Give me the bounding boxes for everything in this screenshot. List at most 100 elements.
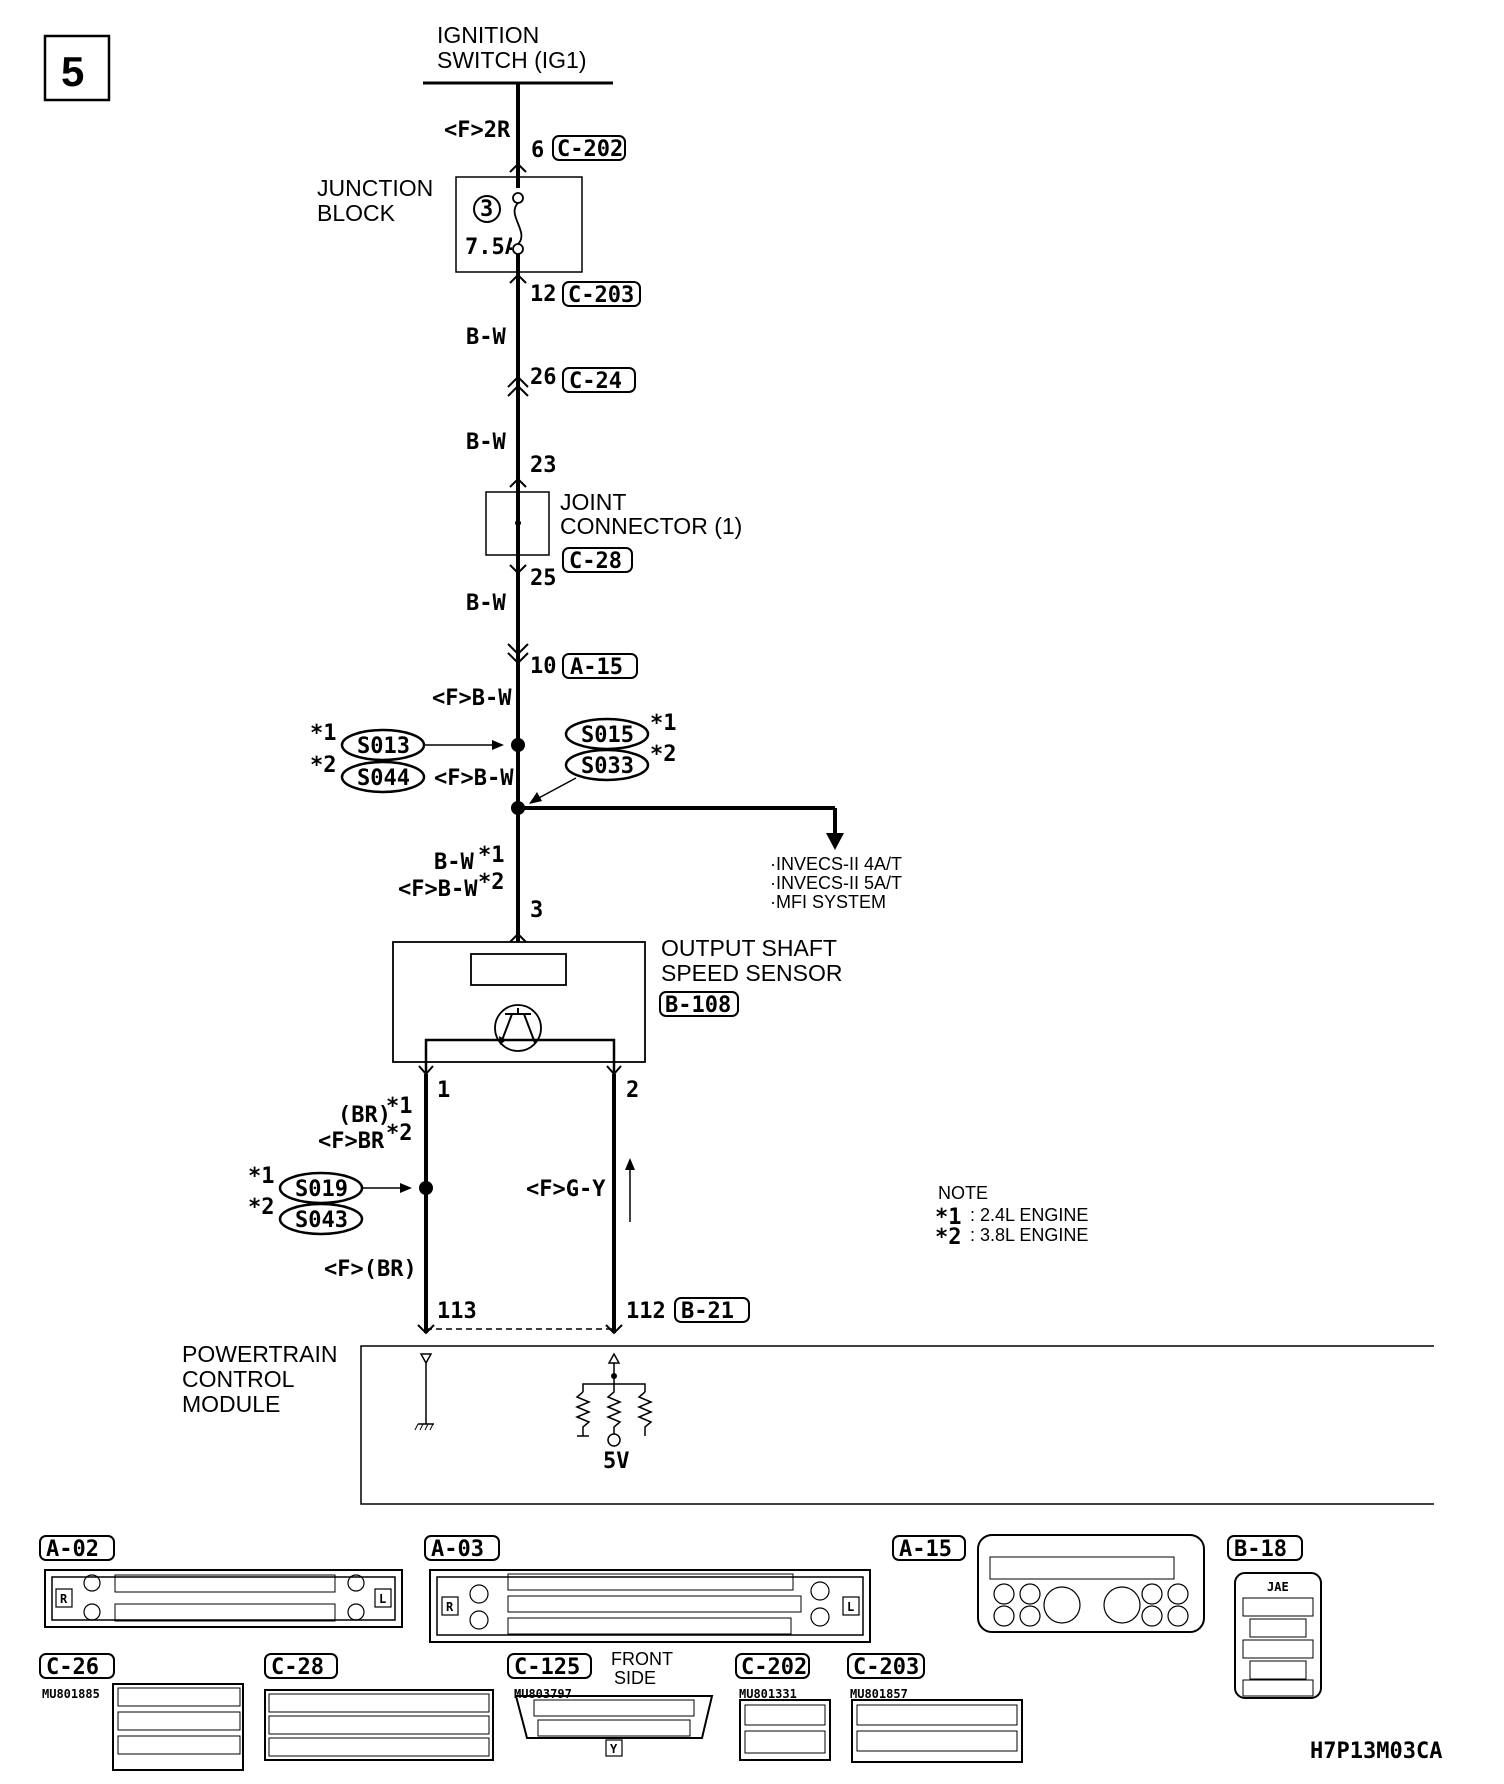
pin-grid-a15 (989, 1556, 1189, 1627)
pin-label: 6 (531, 138, 544, 163)
connector-tag-label: A-15 (570, 655, 623, 680)
ignition-label-1: IGNITION (437, 22, 539, 48)
connector-tag-label: A-02 (46, 1537, 99, 1562)
connector-tag-label: C-202 (741, 1655, 807, 1680)
pcm-label-3: MODULE (182, 1391, 280, 1417)
part-number: MU801885 (42, 1687, 100, 1701)
joint-connector-label-1: JOINT (560, 489, 626, 515)
connector-tag-label: C-203 (853, 1655, 919, 1680)
sensor-label-2: SPEED SENSOR (661, 960, 843, 986)
connector-tag (562, 653, 638, 679)
note-star-2: *2 (310, 753, 337, 778)
part-number: MU801857 (850, 1687, 908, 1701)
wire-color-label: <F>B-W (398, 877, 478, 902)
part-number: MU801331 (739, 1687, 797, 1701)
svg-text:R: R (60, 1592, 68, 1606)
page-number-box (43, 34, 111, 102)
connector-tag (562, 547, 633, 573)
part-number: MU803797 (514, 1687, 572, 1701)
resistor-icon (575, 1391, 591, 1436)
junction-block-label-2: BLOCK (317, 200, 396, 226)
front-side-label-1: FRONT (611, 1649, 673, 1669)
svg-text:R: R (446, 1600, 454, 1614)
page-number: 5 (61, 48, 84, 95)
connector-face-a02 (44, 1569, 403, 1628)
splice-tag (564, 748, 650, 782)
pcm-label-1: POWERTRAIN (182, 1341, 337, 1367)
pin-label: 25 (530, 566, 557, 591)
splice-tag-label: S015 (581, 723, 634, 748)
sensor-element (470, 953, 567, 986)
note-star-2: *2 (478, 870, 505, 895)
pin-label: 2 (626, 1078, 639, 1103)
wire-color-label: <F>G-Y (526, 1177, 606, 1202)
pin-label: 26 (530, 365, 557, 390)
connector-tag (552, 135, 626, 161)
connector-tag-label: C-202 (557, 137, 623, 162)
transistor-icon (494, 1004, 542, 1052)
splice-point (511, 738, 525, 752)
connector-face-c26 (112, 1683, 244, 1771)
wire-color-label: <F>2R (444, 118, 511, 143)
figure-code: H7P13M03CA (1310, 1739, 1442, 1764)
branch-label-3: ·MFI SYSTEM (770, 892, 886, 912)
wire-color-label: B-W (466, 591, 506, 616)
pin-label: 3 (530, 898, 543, 923)
pin-label: 10 (530, 654, 557, 679)
wire-color-label: B-W (466, 430, 506, 455)
pin-grid-c26 (117, 1687, 241, 1755)
connector-tag (674, 1297, 750, 1323)
branch-label-2: ·INVECS-II 5A/T (770, 873, 902, 893)
connector-tag-label: C-125 (514, 1655, 580, 1680)
connector-face-a15 (977, 1534, 1205, 1633)
connector-tag (507, 1653, 592, 1679)
junction-block-box (455, 176, 583, 273)
connector-tag-label: B-18 (1234, 1537, 1287, 1562)
connector-tag (659, 991, 739, 1017)
note-star-1: *1 (650, 711, 677, 736)
branch-label-1: ·INVECS-II 4A/T (770, 854, 902, 874)
note-star-2: *2 (935, 1225, 962, 1250)
junction-block-label-1: JUNCTION (317, 175, 433, 201)
note-text-1: : 2.4L ENGINE (970, 1205, 1088, 1225)
splice-tag-label: S019 (295, 1177, 348, 1202)
connector-tag (562, 367, 636, 393)
note-star-2: *2 (386, 1121, 413, 1146)
connector-tag (1227, 1535, 1303, 1561)
pin-label: 23 (530, 453, 557, 478)
wire-color-label: <F>B-W (434, 766, 514, 791)
connector-tag (847, 1653, 925, 1679)
manufacturer-label: JAE (1267, 1580, 1289, 1594)
connector-face-c125 (514, 1695, 714, 1739)
wire-color-label: <F>BR (318, 1129, 385, 1154)
pin-label: 113 (437, 1299, 477, 1324)
connector-tag-label: C-28 (569, 549, 622, 574)
splice-point (419, 1181, 433, 1195)
connector-tag-label: B-108 (665, 993, 731, 1018)
pin-grid-a02 (83, 1574, 365, 1622)
pin-grid-c202 (744, 1704, 826, 1754)
note-star-1: *1 (386, 1094, 413, 1119)
note-star-2: *2 (650, 742, 677, 767)
splice-tag (340, 760, 426, 794)
front-side-label-2: SIDE (614, 1668, 656, 1688)
wire-color-label: B-W (434, 850, 474, 875)
pin-grid-c203 (856, 1704, 1018, 1752)
connector-tag (562, 281, 641, 307)
branch-arrow-icon (826, 833, 844, 850)
connector-face-c203 (851, 1699, 1023, 1763)
fuse-rating: 7.5A (465, 235, 518, 260)
connector-tag (424, 1535, 500, 1561)
pin-grid-a03 (469, 1573, 830, 1635)
splice-tag-label: S044 (357, 766, 410, 791)
connector-tag (39, 1653, 115, 1679)
connector-face-a03 (429, 1569, 871, 1643)
joint-connector-label-2: CONNECTOR (1) (560, 513, 742, 539)
splice-tag-label: S033 (581, 754, 634, 779)
splice-tag (340, 728, 426, 762)
sensor-box (392, 941, 646, 1063)
connector-tag (892, 1535, 966, 1561)
svg-text:Y: Y (610, 1742, 618, 1756)
connector-tag-label: C-28 (271, 1655, 324, 1680)
